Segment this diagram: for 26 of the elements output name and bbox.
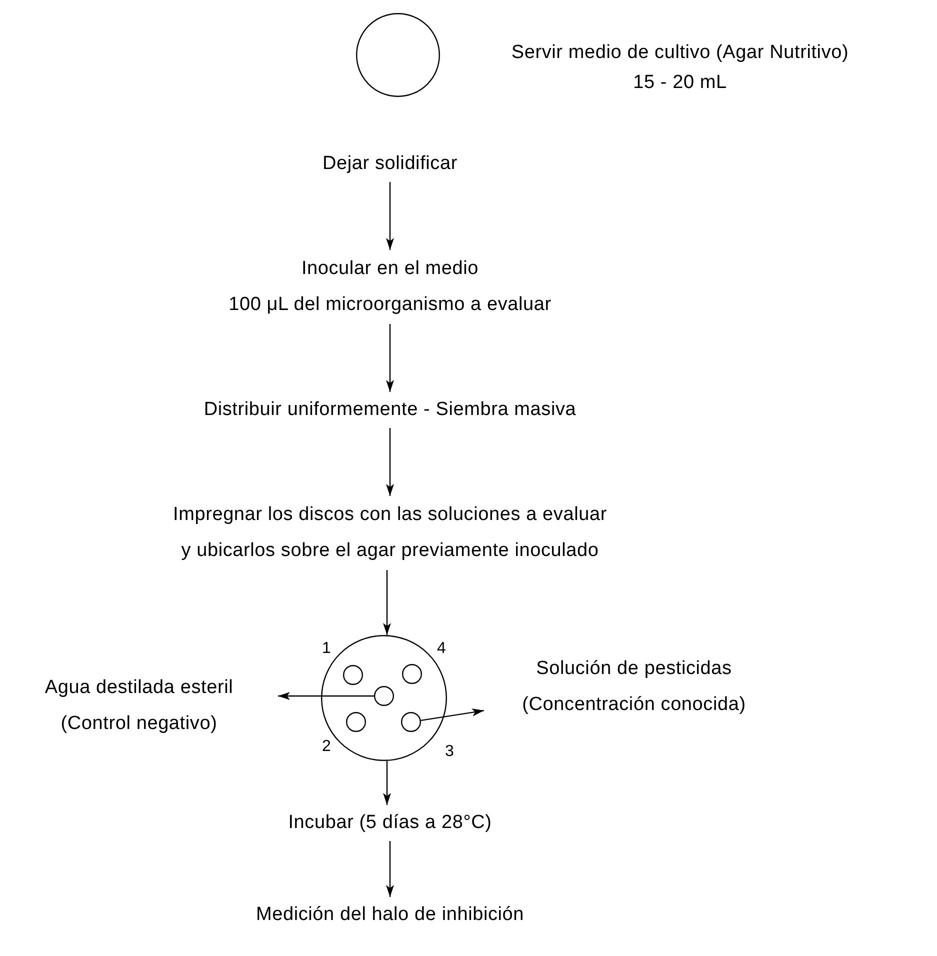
arrow <box>420 708 484 722</box>
step-text: Impregnar los discos con las soluciones a evaluar <box>173 503 607 527</box>
step-text: Dejar solidificar <box>322 152 458 176</box>
step-text: 15 - 20 mL <box>632 72 728 94</box>
step-text: Incubar (5 días a 28°C) <box>288 811 492 835</box>
step-text: Solución de pesticidas <box>536 657 732 681</box>
disc-number: 1 <box>322 640 332 658</box>
disc-number: 3 <box>445 743 454 761</box>
step-text: (Control negativo) <box>60 712 218 736</box>
arrow <box>386 324 394 392</box>
step-text: y ubicarlos sobre el agar previamente inoculado <box>181 539 599 563</box>
arrow <box>386 841 394 897</box>
step-text: Medición del halo de inhibición <box>256 903 524 927</box>
disc-number: 4 <box>437 640 446 658</box>
disc-number: 2 <box>322 738 332 756</box>
step-text: Inocular en el medio <box>301 257 479 281</box>
step-text: Agua destilada esteril <box>44 676 234 700</box>
step-text: 100 μL del microorganismo a evaluar <box>228 293 552 317</box>
arrow <box>386 428 394 496</box>
arrow <box>383 761 391 805</box>
arrow <box>386 182 394 250</box>
step-text: (Concentración conocida) <box>522 693 746 717</box>
step-text: Distribuir uniformemente - Siembra masiva <box>204 398 576 422</box>
arrow <box>383 570 391 635</box>
step-text: Servir medio de cultivo (Agar Nutritivo) <box>510 42 850 64</box>
arrow <box>278 692 374 700</box>
